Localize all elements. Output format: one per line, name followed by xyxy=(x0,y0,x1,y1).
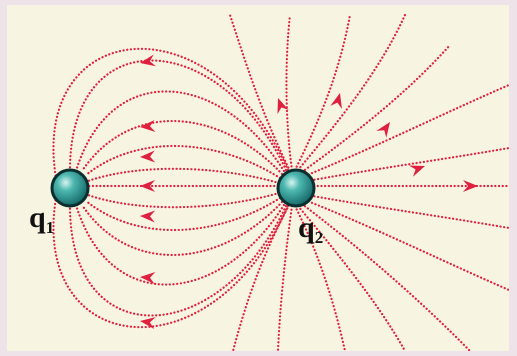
field-line xyxy=(80,200,284,257)
field-line xyxy=(86,191,281,209)
field-line xyxy=(68,204,288,317)
field-line xyxy=(305,193,509,230)
charge-q2 xyxy=(276,168,316,208)
field-line xyxy=(293,13,352,172)
field-arrowhead xyxy=(140,180,155,192)
charge-q1-label: q1 xyxy=(29,201,55,237)
field-line xyxy=(52,47,290,180)
field-line xyxy=(305,146,509,183)
field-line-diagram xyxy=(50,13,509,351)
field-arrowhead xyxy=(376,122,390,138)
charge-q2-sphere xyxy=(276,168,316,208)
field-line xyxy=(296,13,407,172)
field-line xyxy=(293,204,347,351)
field-line xyxy=(228,13,292,173)
field-line xyxy=(300,202,472,351)
charge-q1-subscript: 1 xyxy=(45,218,55,237)
field-line xyxy=(303,83,509,178)
field-line xyxy=(285,13,294,172)
field-line xyxy=(303,198,509,292)
field-line xyxy=(296,204,407,351)
field-arrowhead xyxy=(140,150,156,163)
field-line xyxy=(80,119,284,176)
field-arrowhead xyxy=(140,272,156,285)
field-line xyxy=(276,204,294,351)
field-arrowhead xyxy=(408,165,425,177)
field-line xyxy=(84,196,282,232)
field-arrowhead xyxy=(463,180,478,192)
field-line xyxy=(68,59,288,172)
field-line xyxy=(300,43,452,174)
field-line xyxy=(52,196,290,329)
field-arrowhead xyxy=(140,317,156,330)
field-arrowhead xyxy=(330,93,342,110)
field-line xyxy=(86,167,281,185)
field-arrowhead xyxy=(140,119,156,132)
field-line xyxy=(84,144,282,180)
charge-q2-symbol: q xyxy=(298,211,315,244)
field-arrows xyxy=(140,54,478,330)
charge-q2-label: q2 xyxy=(298,211,324,247)
charge-q1 xyxy=(50,168,90,208)
field-line xyxy=(74,90,286,173)
field-arrowhead xyxy=(140,210,156,223)
field-arrowhead xyxy=(140,54,156,67)
field-arrowhead xyxy=(277,98,289,115)
charge-q1-symbol: q xyxy=(29,201,46,234)
field-line xyxy=(74,203,286,286)
diagram-panel: q1 q2 xyxy=(7,5,509,351)
charge-q2-subscript: 2 xyxy=(314,228,324,247)
field-line xyxy=(231,203,291,351)
charge-q1-sphere xyxy=(50,168,90,208)
